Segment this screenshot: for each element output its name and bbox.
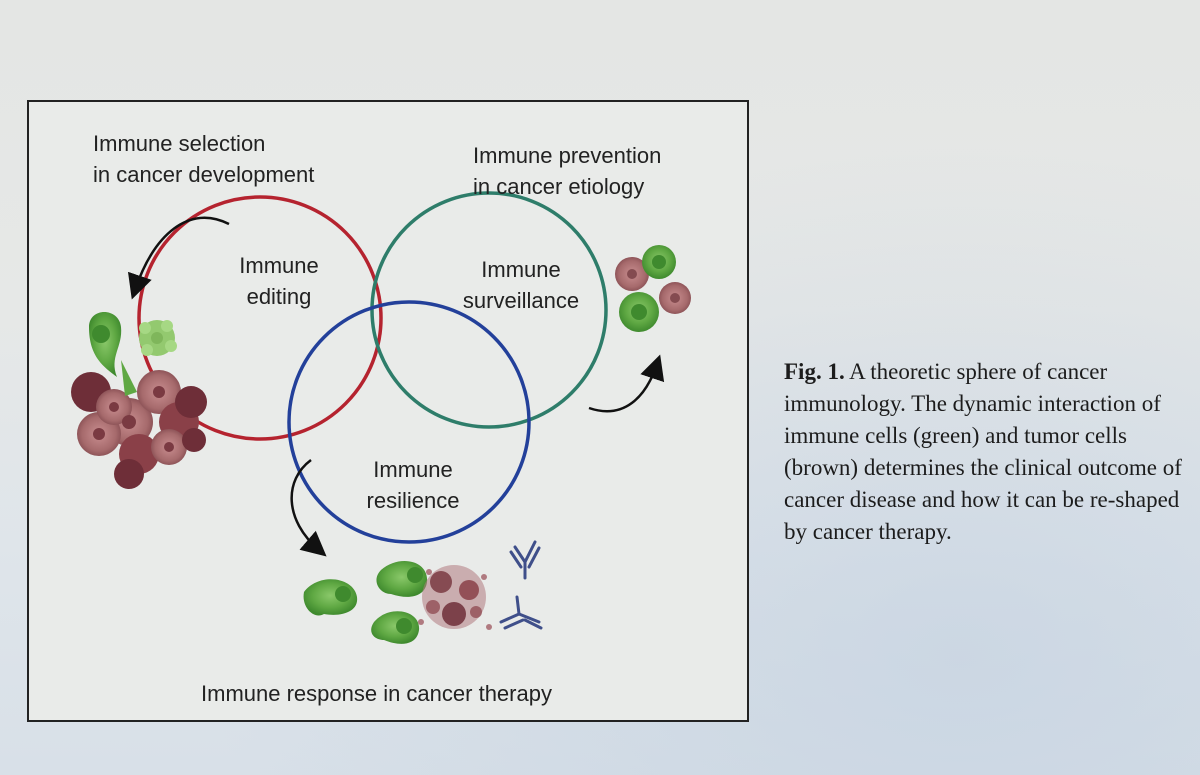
caption-text: A theoretic sphere of cancer immunology.… [784, 359, 1182, 544]
circle-resilience [287, 300, 531, 544]
label-immune-prevention: Immune prevention in cancer etiology [473, 143, 662, 199]
label-immune-selection: Immune selection in cancer development [93, 131, 315, 187]
arrow-selection [127, 216, 230, 300]
label-immune-surveillance: Immune surveillance [462, 257, 580, 313]
arrow-prevention [588, 354, 665, 413]
label-immune-response: Immune response in cancer therapy [201, 681, 552, 706]
caption-label: Fig. 1. [784, 359, 845, 384]
immune-cells-bottom [303, 560, 428, 644]
venn-diagram [71, 191, 691, 644]
immune-cell-activated [139, 320, 177, 356]
antibody-top [509, 540, 541, 580]
cell-group-right [615, 245, 691, 332]
immune-cell-left [89, 312, 137, 396]
circle-editing [137, 195, 383, 441]
dying-tumor-cell [418, 565, 492, 630]
circle-surveillance [370, 191, 608, 429]
figure-caption: Fig. 1. A theoretic sphere of cancer imm… [784, 356, 1184, 548]
label-immune-resilience: Immune resilience [366, 457, 460, 513]
tumor-cluster-left [71, 370, 207, 489]
figure-frame: Immune selection in cancer development I… [27, 100, 749, 722]
label-immune-editing: Immune editing [239, 253, 319, 309]
arrow-therapy [290, 458, 327, 557]
antibody-bottom [499, 595, 543, 630]
